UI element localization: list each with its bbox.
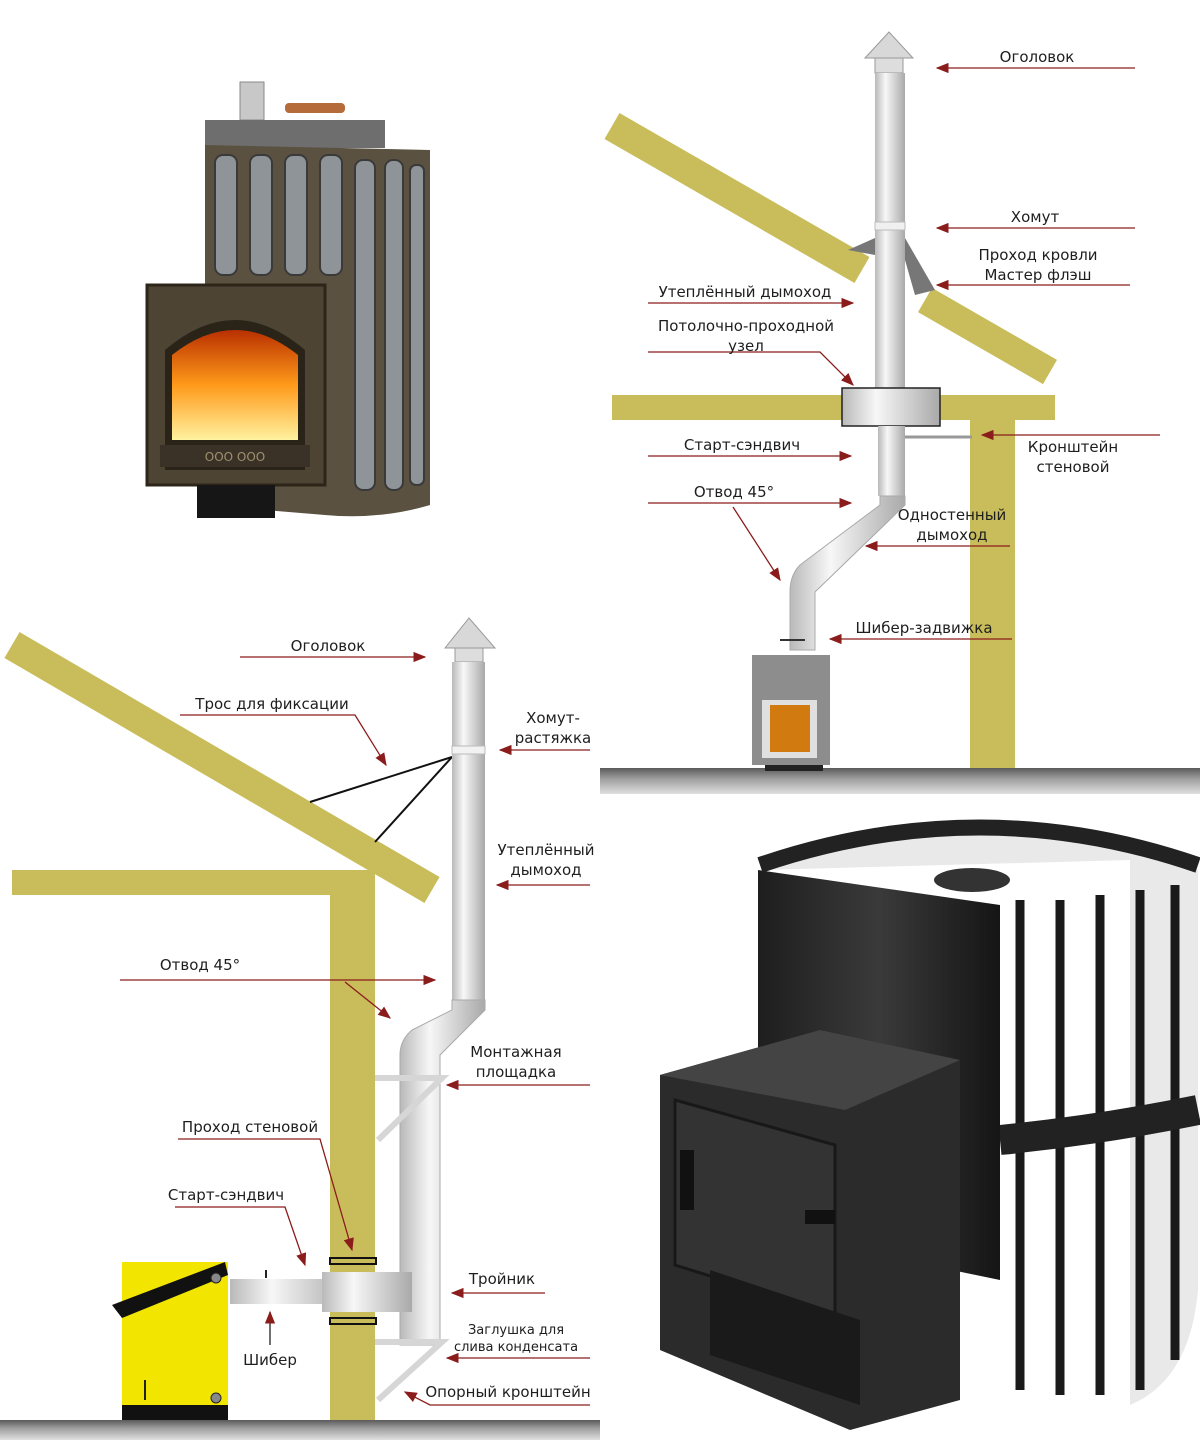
label-wall-bracket-line2: стеновой	[1036, 458, 1110, 476]
label-insulated-line1: Утеплённый	[497, 841, 595, 859]
label-single-wall-line2: дымоход	[916, 526, 988, 544]
label-plug-line2: слива конденсата	[453, 1340, 579, 1355]
label-tension-clamp-line1: Хомут-	[526, 709, 580, 727]
label-insulated-line2: дымоход	[510, 861, 582, 879]
label-damper-2: Шибер	[243, 1351, 297, 1369]
label-single-wall-line1: Одностенный	[897, 506, 1007, 524]
label-damper: Шибер-задвижка	[855, 619, 993, 637]
label-ceiling-pass: Потолочно-проходной узел	[658, 316, 834, 356]
label-ceiling-pass-line2: узел	[728, 337, 764, 355]
label-roof-pass-line2: Мастер флэш	[984, 266, 1092, 284]
label-clamp: Хомут	[1010, 208, 1060, 226]
label-cap: Оголовок	[999, 48, 1075, 66]
label-start-sandwich: Старт-сэндвич	[683, 436, 801, 454]
label-elbow: Отвод 45°	[693, 483, 775, 501]
label-single-wall-flue: Одностенный дымоход	[898, 505, 1007, 545]
label-roof-pass: Проход кровли Мастер флэш	[978, 245, 1097, 285]
top-right-leader-lines	[648, 62, 1160, 645]
label-cap-2: Оголовок	[290, 637, 366, 655]
label-support-bracket: Опорный кронштейн	[425, 1383, 591, 1401]
label-insulated-flue-2: Утеплённый дымоход	[498, 840, 595, 880]
label-start-sandwich-2: Старт-сэндвич	[167, 1186, 285, 1204]
bottom-left-installation-scheme	[0, 617, 600, 1440]
label-elbow-2: Отвод 45°	[159, 956, 241, 974]
label-roof-pass-line1: Проход кровли	[978, 246, 1098, 264]
label-wall-bracket-line1: Кронштейн	[1027, 438, 1119, 456]
label-tension-clamp: Хомут- растяжка	[515, 708, 592, 748]
label-wall-bracket: Кронштейн стеновой	[1028, 437, 1118, 477]
label-platform-line1: Монтажная	[470, 1043, 562, 1061]
label-platform-line2: площадка	[475, 1063, 557, 1081]
label-tee: Тройник	[468, 1270, 536, 1288]
label-condensate-plug: Заглушка для слива конденсата	[454, 1322, 578, 1356]
label-wall-pass: Проход стеновой	[181, 1118, 319, 1136]
label-tension-clamp-line2: растяжка	[514, 729, 592, 747]
door-plate-ornament: ООО ООО	[205, 450, 266, 464]
label-cable: Трос для фиксации	[195, 695, 349, 713]
sauna-stove-photo-bottom	[660, 819, 1200, 1430]
label-insulated-flue: Утеплённый дымоход	[658, 283, 832, 301]
label-plug-line1: Заглушка для	[467, 1323, 565, 1338]
label-ceiling-pass-line1: Потолочно-проходной	[657, 317, 835, 335]
sauna-stove-photo-top: ООО ООО	[145, 81, 430, 518]
label-mounting-platform: Монтажная площадка	[470, 1042, 561, 1082]
top-right-installation-scheme	[600, 31, 1200, 794]
bottom-left-leader-lines	[120, 651, 590, 1406]
